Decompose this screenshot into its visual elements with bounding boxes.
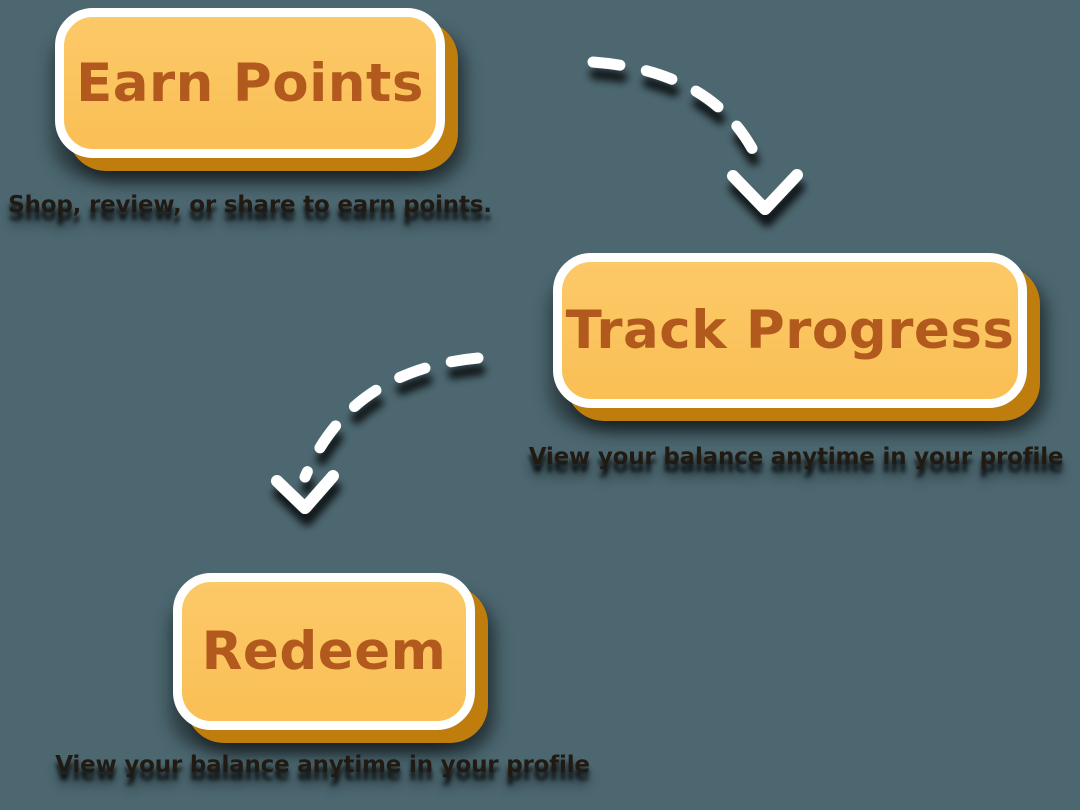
dashed-curved-arrow-down-right-icon — [587, 56, 803, 215]
earn-points-caption: Shop, review, or share to earn points. — [8, 192, 492, 218]
track-progress-caption: View your balance anytime in your profil… — [528, 444, 1064, 470]
redeem-box: Redeem — [173, 573, 475, 730]
redeem-label: Redeem — [201, 621, 447, 682]
earn-points-label: Earn Points — [76, 52, 424, 114]
track-progress-box: Track Progress — [553, 253, 1027, 408]
earn-points-box: Earn Points — [55, 8, 445, 158]
track-progress-label: Track Progress — [565, 300, 1015, 361]
redeem-caption: View your balance anytime in your profil… — [55, 752, 590, 778]
dashed-curved-arrow-down-left-icon — [271, 352, 484, 514]
